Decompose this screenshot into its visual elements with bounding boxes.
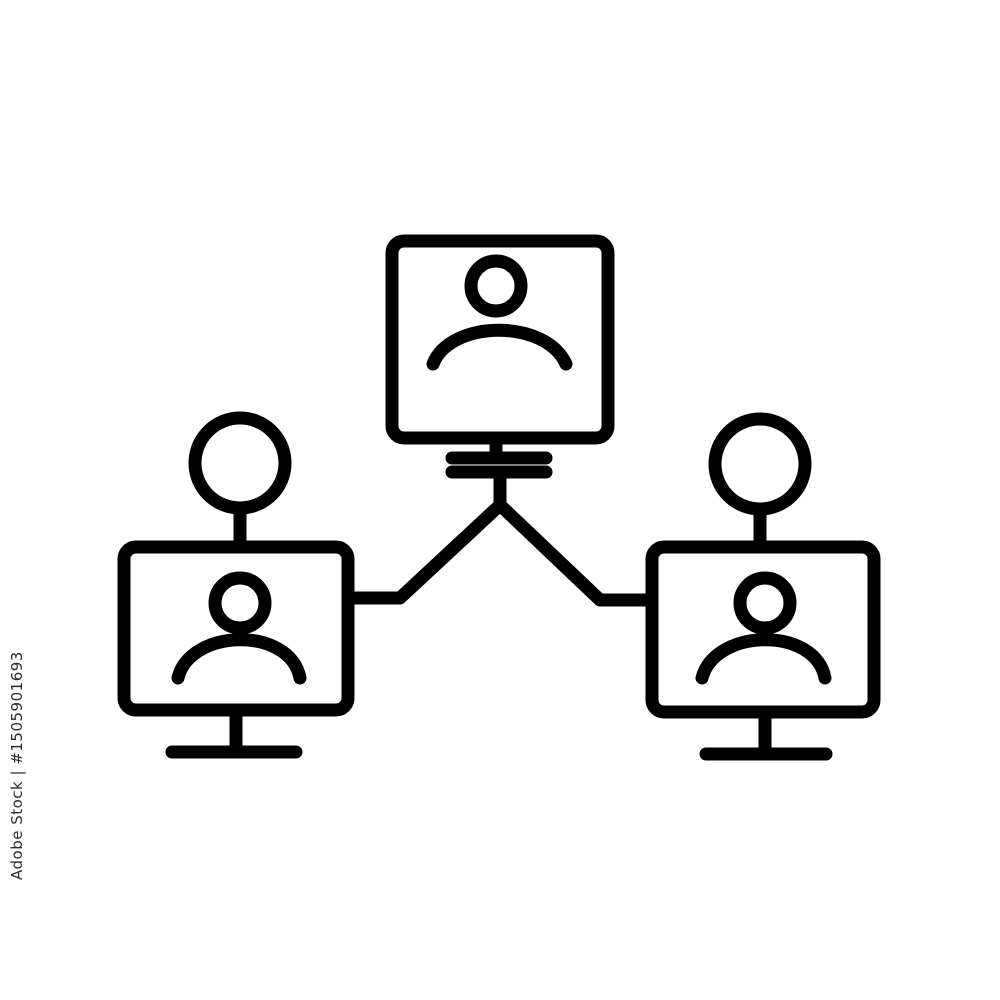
top-user-body-icon bbox=[426, 323, 573, 371]
right-user-node-icon bbox=[708, 412, 812, 516]
right-user-head-icon bbox=[733, 571, 797, 635]
network-connector bbox=[346, 465, 655, 607]
left-user-head-icon bbox=[208, 571, 272, 635]
connector-right bbox=[493, 498, 655, 607]
right-user-body-icon bbox=[695, 633, 832, 685]
top-user-head-icon bbox=[464, 254, 528, 318]
left-user-body-icon bbox=[171, 633, 307, 685]
connector-left bbox=[346, 498, 507, 605]
left-monitor-icon bbox=[117, 411, 355, 759]
top-monitor-icon bbox=[385, 234, 615, 479]
left-user-node-icon bbox=[188, 411, 292, 515]
right-monitor-icon bbox=[645, 412, 881, 761]
top-monitor-screen bbox=[385, 234, 615, 445]
stock-watermark-id: Adobe Stock | #1505901693 bbox=[8, 651, 26, 880]
